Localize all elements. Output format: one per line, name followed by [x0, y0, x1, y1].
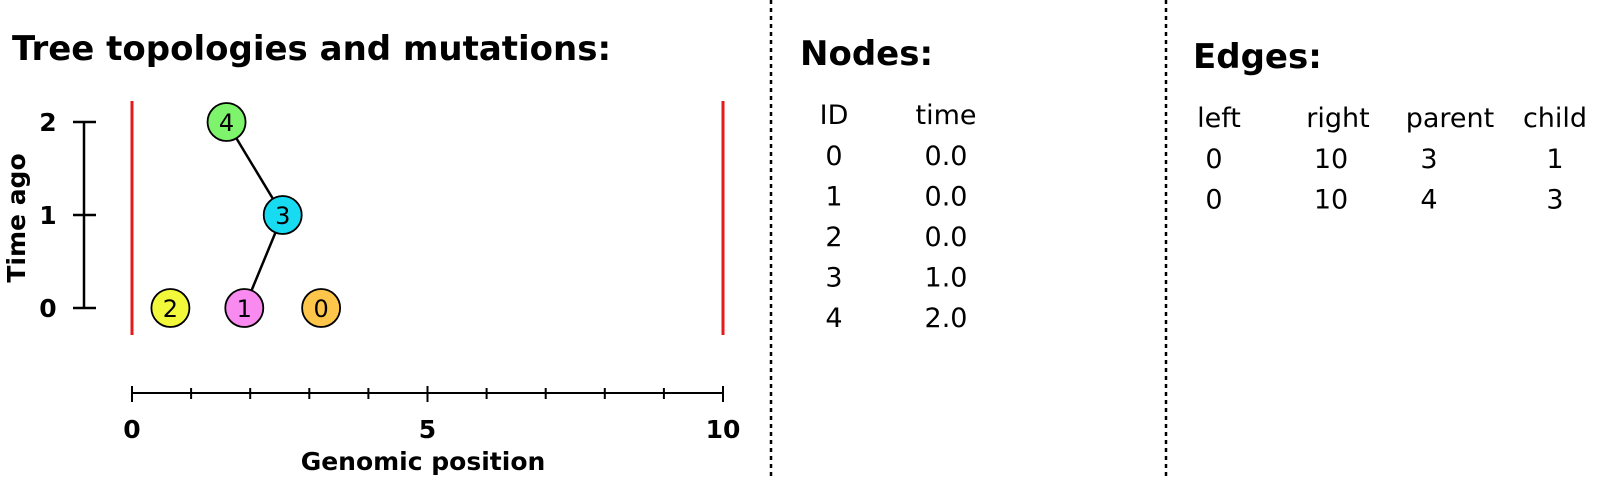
nodes-table-cell: 1 [825, 182, 842, 213]
tree-node-label: 0 [313, 295, 328, 323]
edges-table-cell: 3 [1546, 185, 1563, 216]
tree-node-circle [224, 288, 265, 328]
nodes-table-cell: 2.0 [925, 303, 968, 334]
y-axis-label: Time ago [2, 153, 31, 282]
nodes-table-cell: 2 [825, 222, 842, 253]
edges-table-cell: 3 [1420, 144, 1437, 175]
edges-table-cell: 0 [1205, 144, 1222, 175]
tree-node: 3 [262, 195, 303, 235]
edges-table-title: Edges: [1193, 37, 1322, 77]
edges-table-cell: 10 [1314, 144, 1348, 175]
nodes-table-header: time [915, 100, 976, 131]
nodes-table-cell: 1.0 [925, 263, 968, 294]
nodes-table-header: ID [820, 100, 849, 131]
tree-node-circle [206, 102, 247, 142]
edges-table-cell: 10 [1314, 185, 1348, 216]
edges-table-header: child [1523, 103, 1587, 134]
edges-table-cell: 1 [1546, 144, 1563, 175]
y-tick-label: 2 [39, 108, 56, 137]
edges-table-header: right [1306, 103, 1369, 134]
tree-node-label: 4 [219, 109, 234, 137]
x-axis: 0 5 10 Genomic position [123, 386, 740, 476]
tree-node: 0 [301, 288, 342, 328]
edges-table-row: 0 10 3 1 [1205, 144, 1563, 175]
x-tick-label: 0 [123, 415, 140, 444]
nodes-table-cell: 0.0 [925, 182, 968, 213]
tree-panel: Tree topologies and mutations: 0 1 2 Time … [2, 29, 740, 476]
tree-node-label: 3 [275, 202, 290, 230]
tree-panel-title: Tree topologies and mutations: [12, 29, 611, 69]
tree-node-label: 1 [237, 295, 252, 323]
x-tick-label: 5 [419, 415, 436, 444]
nodes-table-cell: 0 [825, 141, 842, 172]
tree-node-circle [262, 195, 303, 235]
y-axis: 0 1 2 Time ago [2, 108, 96, 323]
edges-table-header: left [1197, 103, 1241, 134]
tree-node-label: 2 [163, 295, 178, 323]
tree-node: 4 [206, 102, 247, 142]
x-tick-label: 10 [706, 415, 741, 444]
y-tick-label: 0 [39, 294, 56, 323]
y-tick-label: 1 [39, 201, 56, 230]
nodes-table-title: Nodes: [800, 34, 933, 74]
edges-table-cell: 4 [1420, 185, 1437, 216]
edges-table-row: 0 10 4 3 [1205, 185, 1563, 216]
tree-node-circle [301, 288, 342, 328]
nodes-table-cell: 4 [825, 303, 842, 334]
edges-table-header: parent [1406, 103, 1495, 134]
nodes-table-cell: 3 [825, 263, 842, 294]
nodes-table-cell: 0.0 [925, 222, 968, 253]
tree-node: 2 [150, 288, 191, 328]
nodes-table-cell: 0.0 [925, 141, 968, 172]
tree-node-circle [150, 288, 191, 328]
edges-table-cell: 0 [1205, 185, 1222, 216]
tree-node: 1 [224, 288, 265, 328]
x-axis-label: Genomic position [301, 447, 546, 476]
